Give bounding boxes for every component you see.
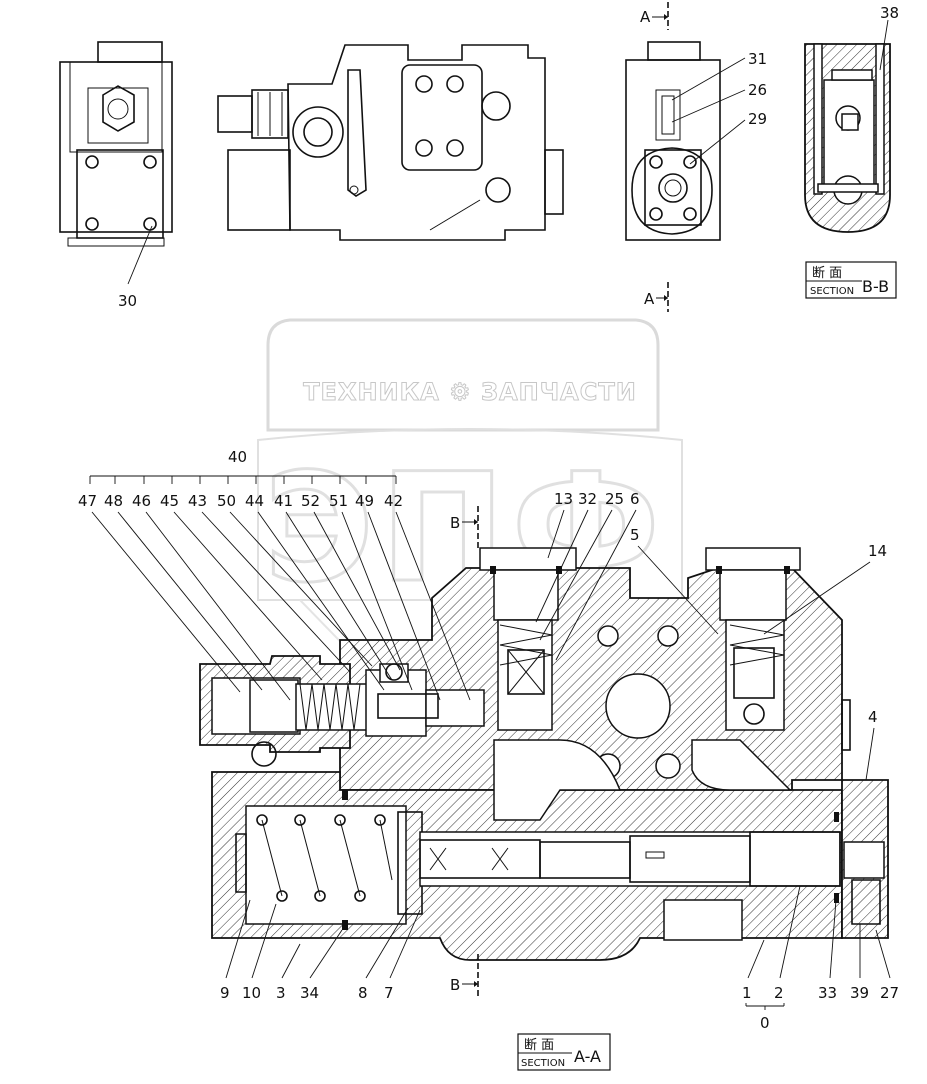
callout-52: 52 <box>301 492 320 510</box>
section-bb-en: SECTION <box>810 286 854 297</box>
callout-43: 43 <box>188 492 207 510</box>
main-spring <box>256 814 393 902</box>
callout-31: 31 <box>748 50 767 68</box>
section-aa-view <box>199 547 889 961</box>
cut-marker-b-top-label: B <box>450 514 460 532</box>
section-bb-jp: 断 面 <box>812 266 842 281</box>
callout-41: 41 <box>274 492 293 510</box>
callout-9: 9 <box>220 984 230 1002</box>
section-label-aa: 断 面 SECTION A-A <box>517 1033 611 1071</box>
callout-8: 8 <box>358 984 368 1002</box>
cut-marker-b-bottom: B <box>450 954 479 996</box>
cut-marker-a-bottom-label: A <box>644 290 655 308</box>
callout-13: 13 <box>554 490 573 508</box>
cut-marker-a-bottom: A <box>644 282 669 312</box>
callout-6: 6 <box>630 490 640 508</box>
callout-27: 27 <box>880 984 899 1002</box>
callout-50: 50 <box>217 492 236 510</box>
callout-4: 4 <box>868 708 878 726</box>
callout-14: 14 <box>868 542 887 560</box>
section-aa-id: A-A <box>574 1047 601 1066</box>
callout-32: 32 <box>578 490 597 508</box>
cut-marker-b-bottom-label: B <box>450 976 460 994</box>
callout-44: 44 <box>245 492 264 510</box>
callout-42: 42 <box>384 492 403 510</box>
callout-33: 33 <box>818 984 837 1002</box>
callout-51: 51 <box>329 492 348 510</box>
section-aa-en: SECTION <box>521 1058 565 1069</box>
section-bb-id: B-B <box>862 277 889 296</box>
cut-marker-a-top: A <box>640 2 669 30</box>
callout-45: 45 <box>160 492 179 510</box>
callout-5: 5 <box>630 526 640 544</box>
callout-34: 34 <box>300 984 319 1002</box>
section-bb-view <box>804 43 891 233</box>
callouts-upper-row: 40 47 48 46 45 43 50 44 41 52 51 49 42 <box>78 448 887 701</box>
callout-1: 1 <box>742 984 752 1002</box>
section-label-bb: 断 面 SECTION B-B <box>805 261 897 299</box>
callout-46: 46 <box>132 492 151 510</box>
callout-40: 40 <box>228 448 247 466</box>
cut-marker-a-top-label: A <box>640 8 651 26</box>
callout-2: 2 <box>774 984 784 1002</box>
section-aa-jp: 断 面 <box>524 1038 554 1053</box>
watermark-brand-text: ТЕХНИКА ⚙ ЗАПЧАСТИ <box>303 378 637 406</box>
callout-49: 49 <box>355 492 374 510</box>
callout-7: 7 <box>384 984 394 1002</box>
cut-marker-b-top: B <box>450 506 479 548</box>
side-view-main <box>217 44 564 241</box>
callout-25: 25 <box>605 490 624 508</box>
callouts-top-views: 30 31 26 29 38 <box>118 4 899 310</box>
callout-47: 47 <box>78 492 97 510</box>
end-view-right <box>625 41 721 241</box>
callout-30: 30 <box>118 292 137 310</box>
end-view-left <box>59 41 173 247</box>
callout-48: 48 <box>104 492 123 510</box>
callout-26: 26 <box>748 81 767 99</box>
callout-39: 39 <box>850 984 869 1002</box>
callout-38: 38 <box>880 4 899 22</box>
callout-0: 0 <box>760 1014 770 1032</box>
callout-10: 10 <box>242 984 261 1002</box>
callouts-lower-row: 9 10 3 34 8 7 1 2 33 39 27 0 <box>220 885 899 1032</box>
callouts-right: 4 <box>865 708 878 781</box>
callout-29: 29 <box>748 110 767 128</box>
callout-3: 3 <box>276 984 286 1002</box>
